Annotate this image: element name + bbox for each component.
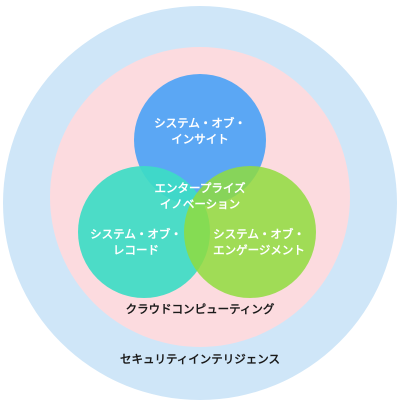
system-of-engagement-circle <box>184 166 316 298</box>
system-of-insight-label: システム・オブ・ インサイト <box>140 115 260 147</box>
system-of-record-label: システム・オブ・ レコード <box>78 226 194 258</box>
cloud-computing-text: クラウドコンピューティング <box>125 302 275 316</box>
system-of-engagement-line2: エンゲージメント <box>213 243 305 257</box>
system-of-record-line1: システム・オブ・ <box>90 227 182 241</box>
system-of-record-line2: レコード <box>113 243 159 257</box>
security-intelligence-text: セキュリティインテリジェンス <box>119 352 281 366</box>
system-of-insight-line1: システム・オブ・ <box>154 116 246 130</box>
security-intelligence-label: セキュリティインテリジェンス <box>80 351 320 367</box>
system-of-engagement-line1: システム・オブ・ <box>213 227 305 241</box>
system-of-record-circle <box>78 166 210 298</box>
enterprise-innovation-label: エンタープライズ イノベーション <box>140 180 260 212</box>
enterprise-innovation-line1: エンタープライズ <box>154 181 246 195</box>
enterprise-innovation-line2: イノベーション <box>159 197 241 211</box>
system-of-engagement-label: システム・オブ・ エンゲージメント <box>196 226 322 258</box>
system-of-insight-line2: インサイト <box>171 132 229 146</box>
cloud-computing-label: クラウドコンピューティング <box>80 301 320 317</box>
